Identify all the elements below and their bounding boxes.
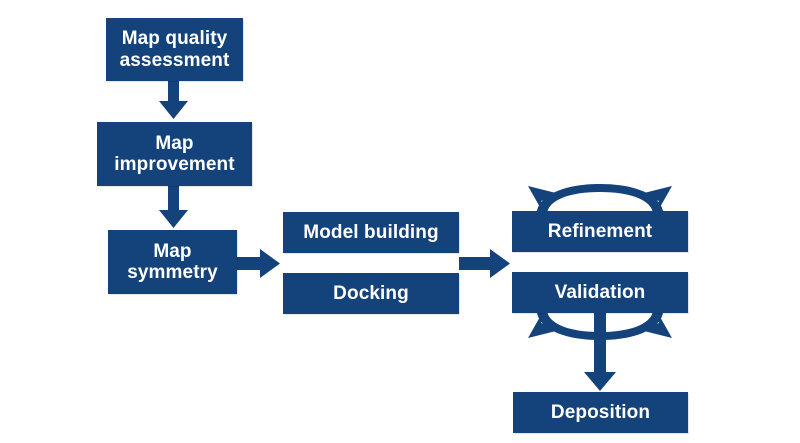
node-validation[interactable]: Validation — [512, 272, 688, 313]
node-label: Deposition — [550, 401, 651, 423]
node-label: Refinement — [547, 220, 653, 242]
node-label: Model building — [303, 221, 439, 243]
node-label: Map quality assessment — [119, 28, 230, 71]
node-deposition[interactable]: Deposition — [513, 392, 688, 433]
node-docking[interactable]: Docking — [283, 273, 459, 314]
arrow-validation-to-deposition-icon — [584, 313, 616, 391]
node-refinement[interactable]: Refinement — [512, 211, 688, 252]
node-map-quality-assessment[interactable]: Map quality assessment — [106, 18, 243, 81]
arrow-assessment-to-improvement-icon — [159, 81, 188, 119]
node-map-improvement[interactable]: Map improvement — [97, 122, 252, 186]
arrow-building-to-refinement-icon — [459, 249, 510, 278]
node-label: Validation — [554, 281, 646, 303]
arrow-symmetry-to-building-icon — [237, 249, 280, 278]
node-model-building[interactable]: Model building — [283, 212, 459, 253]
node-map-symmetry[interactable]: Map symmetry — [108, 230, 237, 294]
node-label: Docking — [333, 282, 409, 304]
arrow-improvement-to-symmetry-icon — [159, 186, 188, 228]
node-label: Map symmetry — [127, 240, 218, 283]
node-label: Map improvement — [114, 132, 235, 175]
